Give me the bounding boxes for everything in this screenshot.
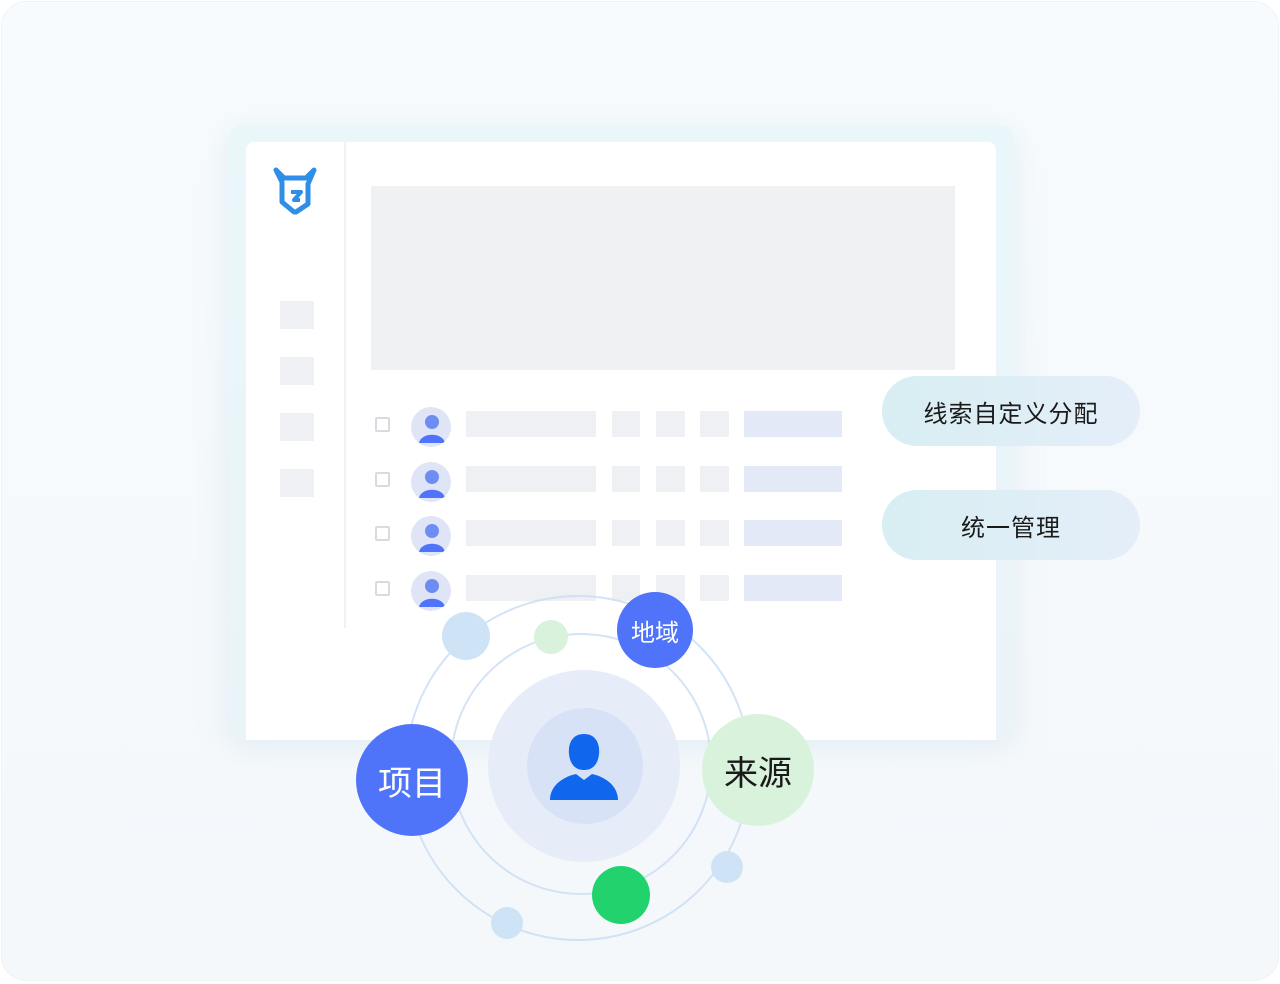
person-avatar-icon bbox=[411, 407, 451, 447]
table-cell bbox=[656, 411, 685, 437]
table-row[interactable] bbox=[374, 516, 854, 556]
sidebar bbox=[246, 142, 346, 628]
row-checkbox[interactable] bbox=[375, 417, 390, 432]
table-cell bbox=[612, 520, 640, 546]
tag-unified-manage: 统一管理 bbox=[882, 490, 1140, 560]
table-cell bbox=[466, 466, 596, 492]
orbit-dot-accent bbox=[592, 866, 650, 924]
table-cell-highlight bbox=[744, 466, 842, 492]
table-row[interactable] bbox=[374, 407, 854, 447]
orbit-dot bbox=[442, 612, 490, 660]
table-cell bbox=[612, 466, 640, 492]
orbit-dot bbox=[491, 907, 523, 939]
row-checkbox[interactable] bbox=[375, 472, 390, 487]
table-cell bbox=[656, 466, 685, 492]
table-cell bbox=[700, 466, 729, 492]
row-checkbox[interactable] bbox=[375, 581, 390, 596]
table-cell bbox=[612, 411, 640, 437]
tag-region: 地域 bbox=[617, 592, 693, 668]
tag-custom-assign: 线索自定义分配 bbox=[882, 376, 1140, 446]
orbit-dot bbox=[534, 620, 568, 654]
orbit-dot bbox=[711, 851, 743, 883]
table-cell bbox=[700, 520, 729, 546]
table-cell bbox=[466, 575, 596, 601]
sidebar-item[interactable] bbox=[280, 413, 314, 441]
table-row[interactable] bbox=[374, 462, 854, 502]
sidebar-item[interactable] bbox=[280, 357, 314, 385]
sidebar-item[interactable] bbox=[280, 469, 314, 497]
table-cell bbox=[466, 520, 596, 546]
table-cell-highlight bbox=[744, 575, 842, 601]
table-cell bbox=[700, 411, 729, 437]
table-cell-highlight bbox=[744, 520, 842, 546]
app-window bbox=[246, 142, 996, 740]
person-avatar-icon bbox=[411, 516, 451, 556]
table-cell-highlight bbox=[744, 411, 842, 437]
table-cell bbox=[656, 520, 685, 546]
table-row[interactable] bbox=[374, 571, 854, 611]
bull-head-logo-icon bbox=[273, 167, 317, 215]
tag-source: 来源 bbox=[702, 714, 814, 826]
table-cell bbox=[700, 575, 729, 601]
row-checkbox[interactable] bbox=[375, 526, 390, 541]
person-avatar-icon bbox=[411, 571, 451, 611]
banner-placeholder bbox=[371, 186, 955, 370]
tag-project: 项目 bbox=[356, 724, 468, 836]
person-avatar-icon bbox=[411, 462, 451, 502]
table-cell bbox=[466, 411, 596, 437]
sidebar-item[interactable] bbox=[280, 301, 314, 329]
user-silhouette-icon bbox=[550, 734, 618, 800]
